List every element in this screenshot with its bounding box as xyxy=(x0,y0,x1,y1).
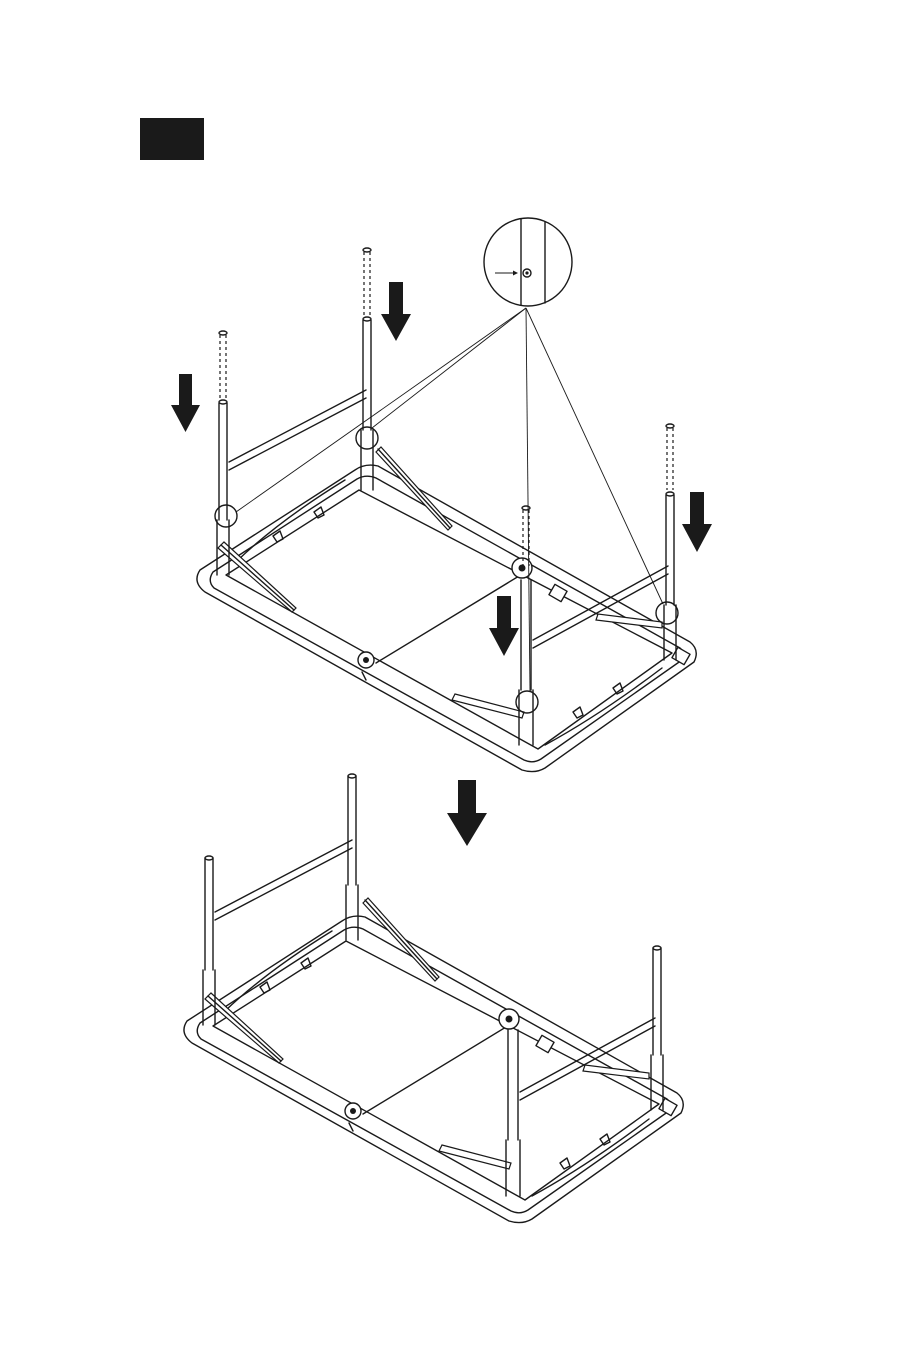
leg-back-left xyxy=(361,248,373,490)
magnified-pin-detail-icon xyxy=(484,218,572,306)
down-arrow-icon xyxy=(682,492,712,552)
leg-back-left-attached xyxy=(346,774,358,940)
down-arrow-icon xyxy=(171,374,200,432)
transition-arrow-icon xyxy=(447,780,487,846)
insert-legs-view xyxy=(171,218,712,772)
down-arrow-icon xyxy=(381,282,411,341)
assembled-legs-view xyxy=(184,774,683,1223)
